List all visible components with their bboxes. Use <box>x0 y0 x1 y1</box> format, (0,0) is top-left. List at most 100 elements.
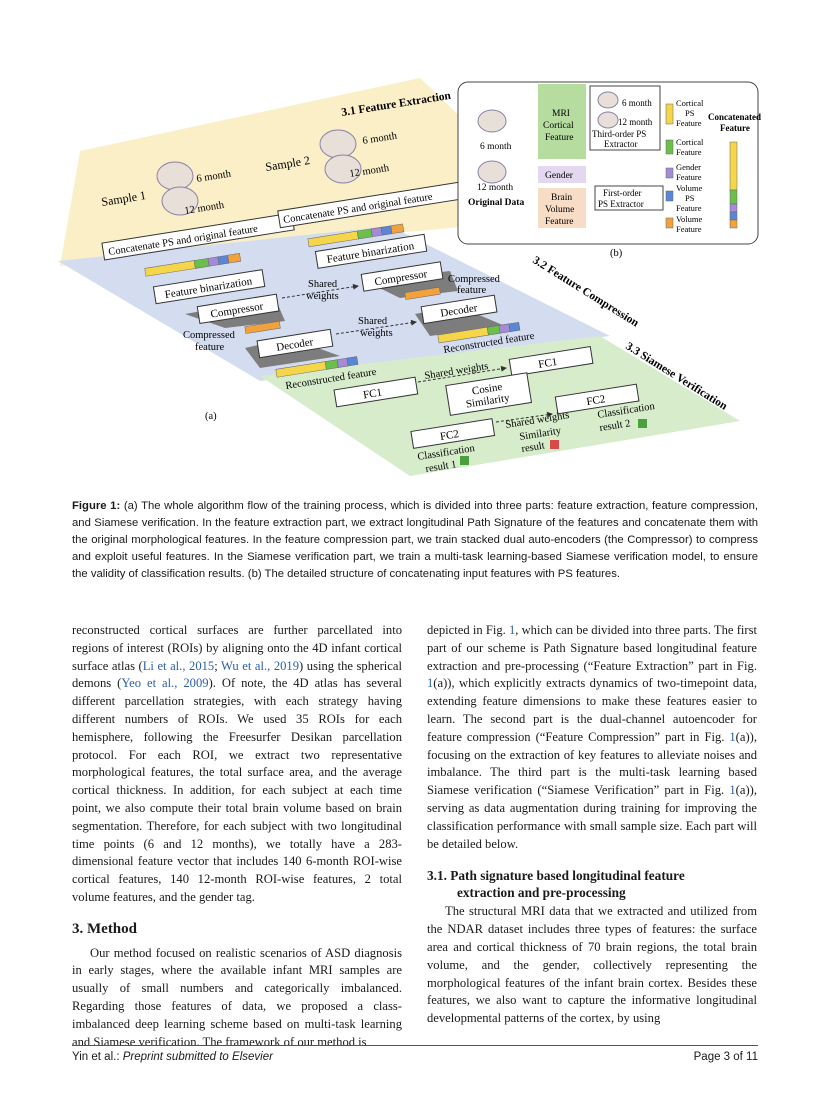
inset-gender-box <box>538 166 586 183</box>
inset-vf-1: Volume <box>676 214 703 224</box>
sim-result-b: result <box>521 440 546 455</box>
inset-first-order-box <box>594 185 664 211</box>
inset-b: 6 month 12 month Original Data MRI Corti… <box>457 81 761 245</box>
decoder-box-1 <box>256 328 334 359</box>
fc2-box-left <box>410 418 496 449</box>
cosine-box <box>445 372 533 416</box>
inset-mri-1: MRI <box>552 109 570 119</box>
caption-label: Figure 1: <box>72 500 121 512</box>
fc2-box-right <box>554 383 640 415</box>
inset-concat-bar <box>729 141 738 229</box>
left-paragraph-1: reconstructed cortical surfaces are furt… <box>72 622 402 907</box>
decoder-box-2 <box>420 294 498 325</box>
compressor-box-1 <box>196 293 280 325</box>
feature-bar-1 <box>144 253 242 277</box>
inset-brain-3: Feature <box>545 217 574 227</box>
figure-1: 3.1 Feature Extraction 3.2 Feature Compr… <box>58 78 761 476</box>
inset-cps-2: PS <box>685 108 695 118</box>
inset-cf-1: Cortical <box>676 137 704 147</box>
inset-third-1: Third-order PS <box>592 129 646 139</box>
right-p1-d: (a)), focusing on the extraction of key … <box>427 729 757 798</box>
footer-left: Yin et al.: Preprint submitted to Elsevi… <box>72 1051 273 1063</box>
inset-cps-3: Feature <box>676 118 702 128</box>
inset-mri-2: Cortical <box>543 121 574 131</box>
reconstructed-bar-1 <box>275 356 359 378</box>
compressor-box-2 <box>360 261 444 292</box>
shared-arrow-fc2 <box>495 411 553 423</box>
fig-ref-4[interactable]: 1 <box>729 783 736 798</box>
footer-rule <box>72 1045 758 1046</box>
inset-concat-2: Feature <box>720 123 750 133</box>
brain-sample-2 <box>319 129 362 184</box>
caption-text: (a) The whole algorithm flow of the trai… <box>72 500 758 580</box>
shared-weights-decoder-1: Shared <box>358 316 388 327</box>
compressed-feature-2b: feature <box>457 285 486 296</box>
inset-12month: 12 month <box>477 183 513 193</box>
fc1-box-left <box>333 376 419 408</box>
inset-vf-2: Feature <box>676 224 702 234</box>
cite-wu-2019[interactable]: Wu et al., 2019 <box>221 658 300 673</box>
fc1-label-left: FC1 <box>362 387 383 402</box>
footer-venue: Preprint submitted to Elsevier <box>122 1051 273 1063</box>
cite-li-2015[interactable]: Li et al., 2015 <box>142 658 215 673</box>
inset-brain-box <box>538 188 586 228</box>
right-column: depicted in Fig. 1, which can be divided… <box>427 622 757 1028</box>
fig-ref-1[interactable]: 1 <box>508 623 516 637</box>
right-p1-e: (a)), serving as data augmentation durin… <box>427 783 757 851</box>
inset-third-6month: 6 month <box>622 98 652 108</box>
subsection-heading-line-1: 3.1. Path signature based longitudinal f… <box>427 868 685 884</box>
left-p1-a: reconstructed cortical surfaces are furt… <box>72 623 402 673</box>
footer-page-number: Page 3 of 11 <box>693 1051 758 1063</box>
class-result-2-cube <box>638 419 647 428</box>
inset-third-12month: 12 month <box>618 117 653 127</box>
shared-weights-decoder-2: weights <box>360 328 393 339</box>
class-result-2b: result 2 <box>599 418 632 434</box>
class-result-1b: result 1 <box>425 459 458 475</box>
left-paragraph-2: Our method focused on realistic scenario… <box>72 945 402 1049</box>
left-column: reconstructed cortical surfaces are furt… <box>72 622 402 1051</box>
subsection-heading-line-2: extraction and pre-processing <box>457 885 626 901</box>
inset-gf-2: Feature <box>676 172 702 182</box>
extraction-plane <box>60 78 470 266</box>
compressed-bar-1 <box>244 320 281 334</box>
inset-third-2: Extractor <box>604 139 637 149</box>
inset-concat-1: Concatenated <box>708 112 761 122</box>
decoder-label-1: Decoder <box>275 336 314 354</box>
inset-vps-3: Feature <box>676 203 702 213</box>
sample-2-6month: 6 month <box>362 131 399 147</box>
right-p1-c: (a)), which explicitly extracts dynamics… <box>427 676 757 744</box>
inset-vps-1: Volume <box>676 183 703 193</box>
compressed-feature-1b: feature <box>195 342 224 353</box>
sample-1-6month: 6 month <box>196 169 233 185</box>
figure-label-a: (a) <box>205 411 217 422</box>
fc2-label-right: FC2 <box>586 393 607 408</box>
inset-original-data: Original Data <box>468 198 524 208</box>
shared-weights-compressor-1: Shared <box>308 279 338 290</box>
shared-arrow-compressor <box>281 283 359 299</box>
right-p1-a: depicted in Fig. <box>427 623 509 637</box>
figure-caption: Figure 1: (a) The whole algorithm flow o… <box>72 498 758 583</box>
inset-gf-1: Gender <box>676 162 701 172</box>
inset-mri-box <box>538 84 586 159</box>
left-p1-b: ; <box>214 658 222 673</box>
fc1-label-right: FC1 <box>538 356 559 371</box>
fc1-box-right <box>508 345 594 377</box>
reconstructed-bar-2 <box>437 321 521 344</box>
inset-gender: Gender <box>545 171 574 181</box>
inset-mri-3: Feature <box>545 133 574 143</box>
inset-first-2: PS Extractor <box>598 199 644 209</box>
inset-cf-2: Feature <box>676 147 702 157</box>
shared-arrow-decoder <box>335 319 417 335</box>
left-p1-d: ). Of note, the 4D atlas has several dif… <box>72 676 402 904</box>
fig-ref-2[interactable]: 1 <box>427 676 434 691</box>
brain-sample-1 <box>156 161 199 216</box>
left-p1-c: ) using the spherical demons ( <box>72 658 402 691</box>
right-paragraph-2: The structural MRI data that we extracte… <box>427 904 757 1026</box>
subsection-heading-3-1: 3.1. Path signature based longitudinal f… <box>427 867 757 901</box>
fig-ref-3[interactable]: 1 <box>729 729 736 744</box>
section-heading-method: 3. Method <box>72 920 137 937</box>
sample-2-label: Sample 2 <box>264 153 311 174</box>
cite-yeo-2009[interactable]: Yeo et al., 2009 <box>121 676 209 691</box>
inset-brain-2: Volume <box>545 205 574 215</box>
compressed-bar-2 <box>404 286 441 300</box>
